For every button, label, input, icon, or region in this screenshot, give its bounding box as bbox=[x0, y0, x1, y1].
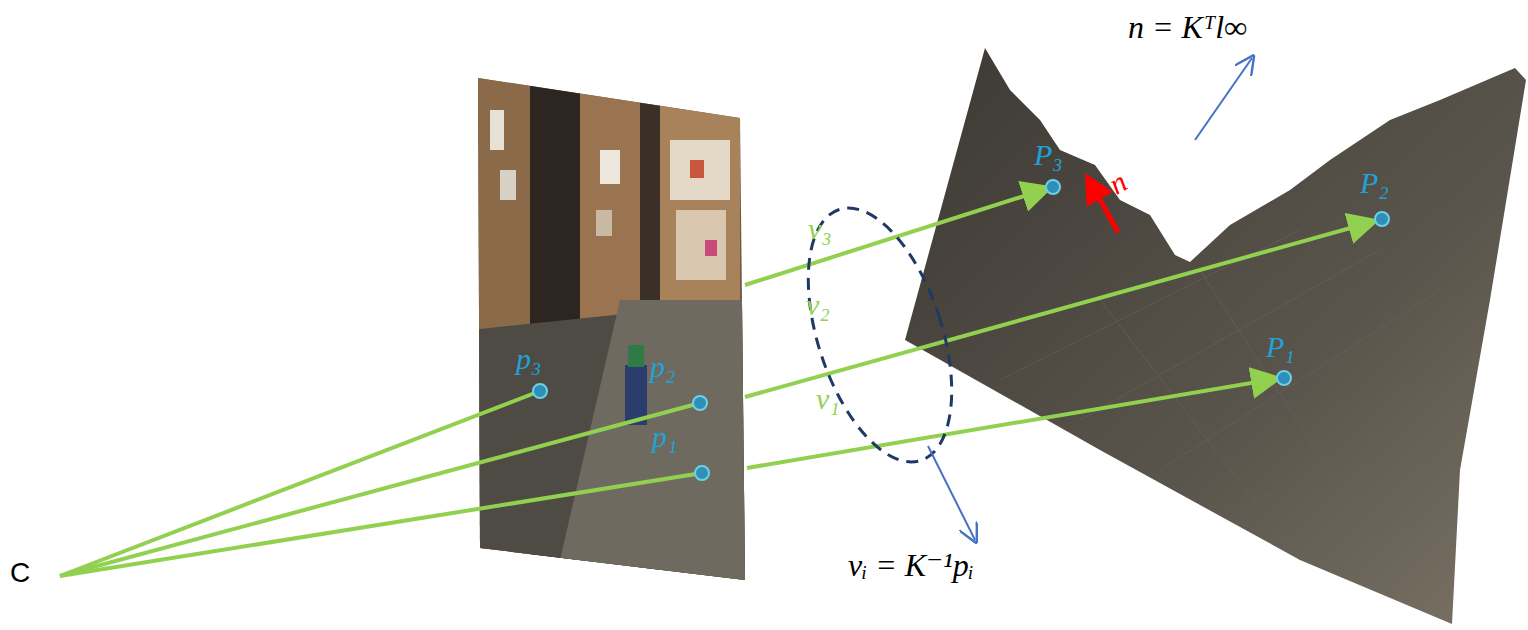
ray-label: v₂ bbox=[806, 288, 830, 321]
leader-arrow bbox=[928, 446, 975, 540]
point-label: P₁ bbox=[1266, 330, 1295, 363]
ray-label: v₃ bbox=[808, 212, 832, 245]
point-label: P₂ bbox=[1360, 166, 1389, 199]
formula-label: n = Kᵀl∞ bbox=[1128, 10, 1247, 45]
ray-label: v₁ bbox=[816, 382, 840, 415]
scene-floor bbox=[905, 48, 1526, 624]
point-dot bbox=[533, 180, 1389, 480]
camera-center-label: C bbox=[10, 558, 30, 589]
formula-label: vᵢ = K⁻¹pᵢ bbox=[848, 548, 974, 583]
point-label: p₂ bbox=[650, 350, 675, 383]
point-label: p₃ bbox=[516, 342, 541, 375]
point-label: p₁ bbox=[652, 420, 677, 453]
point-label: P₃ bbox=[1034, 138, 1063, 171]
dashed-ellipse bbox=[780, 190, 980, 479]
ray bbox=[60, 189, 1372, 576]
leader-arrow bbox=[1195, 58, 1252, 140]
image-plane bbox=[470, 70, 760, 590]
